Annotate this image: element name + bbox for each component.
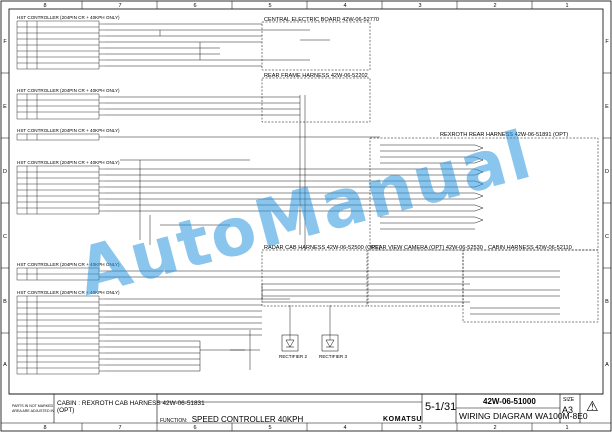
row-label-left: A — [3, 362, 7, 368]
col-label-top: 3 — [418, 3, 421, 9]
connector-arrows — [99, 23, 105, 372]
rexroth-rear-box — [369, 137, 599, 251]
harness-label-rexroth-rear: REXROTH REAR HARNESS 42W-06-51891 (OPT) — [440, 132, 568, 138]
rectifier-labels: RECTIFIER 2 RECTIFIER 3 — [279, 354, 348, 359]
rectifier-2-box — [281, 334, 299, 352]
title-block — [9, 393, 603, 423]
row-label-right: A — [605, 362, 609, 368]
col-label-bottom: 5 — [268, 425, 271, 431]
column-labels: 8 7 6 5 4 3 2 1 8 7 6 5 4 3 2 1 — [43, 3, 568, 431]
radar-cab-box — [261, 249, 368, 307]
controller-title: HST CONTROLLER (204PIN CR + 40KPH ONLY) — [17, 160, 120, 165]
controller-title: HST CONTROLLER (204PIN CR + 40KPH ONLY) — [17, 15, 120, 20]
harness-label-cabin: CABIN HARNESS 42W-06-52110 — [488, 245, 572, 251]
row-labels: F E D C B A F E D C B A — [3, 39, 609, 368]
central-board-box — [261, 21, 371, 71]
controller-title: HST CONTROLLER (204PIN CR + 40KPH ONLY) — [17, 88, 120, 93]
rear-frame-box — [261, 77, 371, 123]
diode-icon — [285, 339, 295, 348]
row-label-right: B — [605, 299, 609, 305]
col-label-top: 8 — [43, 3, 46, 9]
row-label-left: F — [3, 39, 7, 45]
harness-boxes — [261, 21, 599, 323]
size-label: SIZE — [563, 397, 575, 403]
drawing-title: WIRING DIAGRAM WA100M-8E0 — [459, 411, 588, 421]
controller-title: HST CONTROLLER (204PIN CR + 40KPH ONLY) — [17, 128, 120, 133]
rectifier-2-label: RECTIFIER 2 — [279, 354, 308, 359]
col-label-top: 6 — [193, 3, 196, 9]
drawing-number: 42W-06-51000 — [483, 397, 536, 406]
row-label-right: C — [605, 234, 609, 240]
harness-label-rear-frame: REAR FRAME HARNESS 42W-06-52202 — [264, 73, 368, 79]
col-label-bottom: 8 — [43, 425, 46, 431]
harness-label-central-board: CENTRAL ELECTRIC BOARD 42W-06-52770 — [264, 17, 379, 23]
row-label-left: E — [3, 104, 7, 110]
row-ticks — [1, 72, 611, 334]
col-label-top: 4 — [343, 3, 346, 9]
row-label-left: D — [3, 169, 7, 175]
rectifier-3-box — [321, 334, 339, 352]
row-label-left: C — [3, 234, 7, 240]
cabin-harness-box — [462, 249, 599, 323]
row-label-right: E — [605, 104, 609, 110]
diode-icon — [325, 339, 335, 348]
rectifiers — [281, 334, 339, 352]
controller-titles: HST CONTROLLER (204PIN CR + 40KPH ONLY) … — [17, 15, 120, 295]
harness-label-rear-camera: REAR VIEW CAMERA (OPT) 42W-06-52530 — [371, 245, 483, 251]
controller-title: HST CONTROLLER (204PIN CR + 40KPH ONLY) — [17, 290, 120, 295]
row-label-right: D — [605, 169, 609, 175]
col-label-top: 5 — [268, 3, 271, 9]
controller-title: HST CONTROLLER (204PIN CR + 40KPH ONLY) — [17, 262, 120, 267]
col-label-bottom: 3 — [418, 425, 421, 431]
row-label-left: B — [3, 299, 7, 305]
harness-label-radar-cab: RADAR CAB HARNESS 42W-06-52500 (OPT) — [264, 245, 381, 251]
harness-labels: CENTRAL ELECTRIC BOARD 42W-06-52770 REAR… — [264, 17, 572, 251]
col-label-top: 7 — [118, 3, 121, 9]
col-label-top: 2 — [493, 3, 496, 9]
wires — [105, 23, 560, 372]
parts-note: PARTS IN NOT MARKED AREA ARE ADJUSTED IN — [12, 404, 54, 413]
cabin-harness-note: CABIN : REXROTH CAB HARNESS 42W-06-51831… — [57, 400, 205, 415]
parts-note-text: PARTS IN NOT MARKED AREA ARE ADJUSTED IN — [12, 404, 55, 413]
col-label-bottom: 6 — [193, 425, 196, 431]
size-value: A3 — [562, 405, 574, 415]
function-value: SPEED CONTROLLER 40KPH — [191, 415, 304, 424]
rectifier-3-label: RECTIFIER 3 — [319, 354, 348, 359]
col-label-top: 1 — [565, 3, 568, 9]
sheet-number: 5-1/31 — [425, 401, 457, 413]
controller-tables — [16, 20, 100, 375]
warning-icon: ⚠ — [586, 398, 599, 414]
col-label-bottom: 7 — [118, 425, 121, 431]
function-label: FUNCTION: — [160, 418, 188, 424]
row-label-right: F — [605, 39, 609, 45]
col-label-bottom: 2 — [493, 425, 496, 431]
brand-logo: KOMATSU — [383, 416, 423, 423]
function-field: FUNCTION: SPEED CONTROLLER 40KPH — [160, 409, 303, 427]
col-label-bottom: 1 — [565, 425, 568, 431]
col-label-bottom: 4 — [343, 425, 346, 431]
